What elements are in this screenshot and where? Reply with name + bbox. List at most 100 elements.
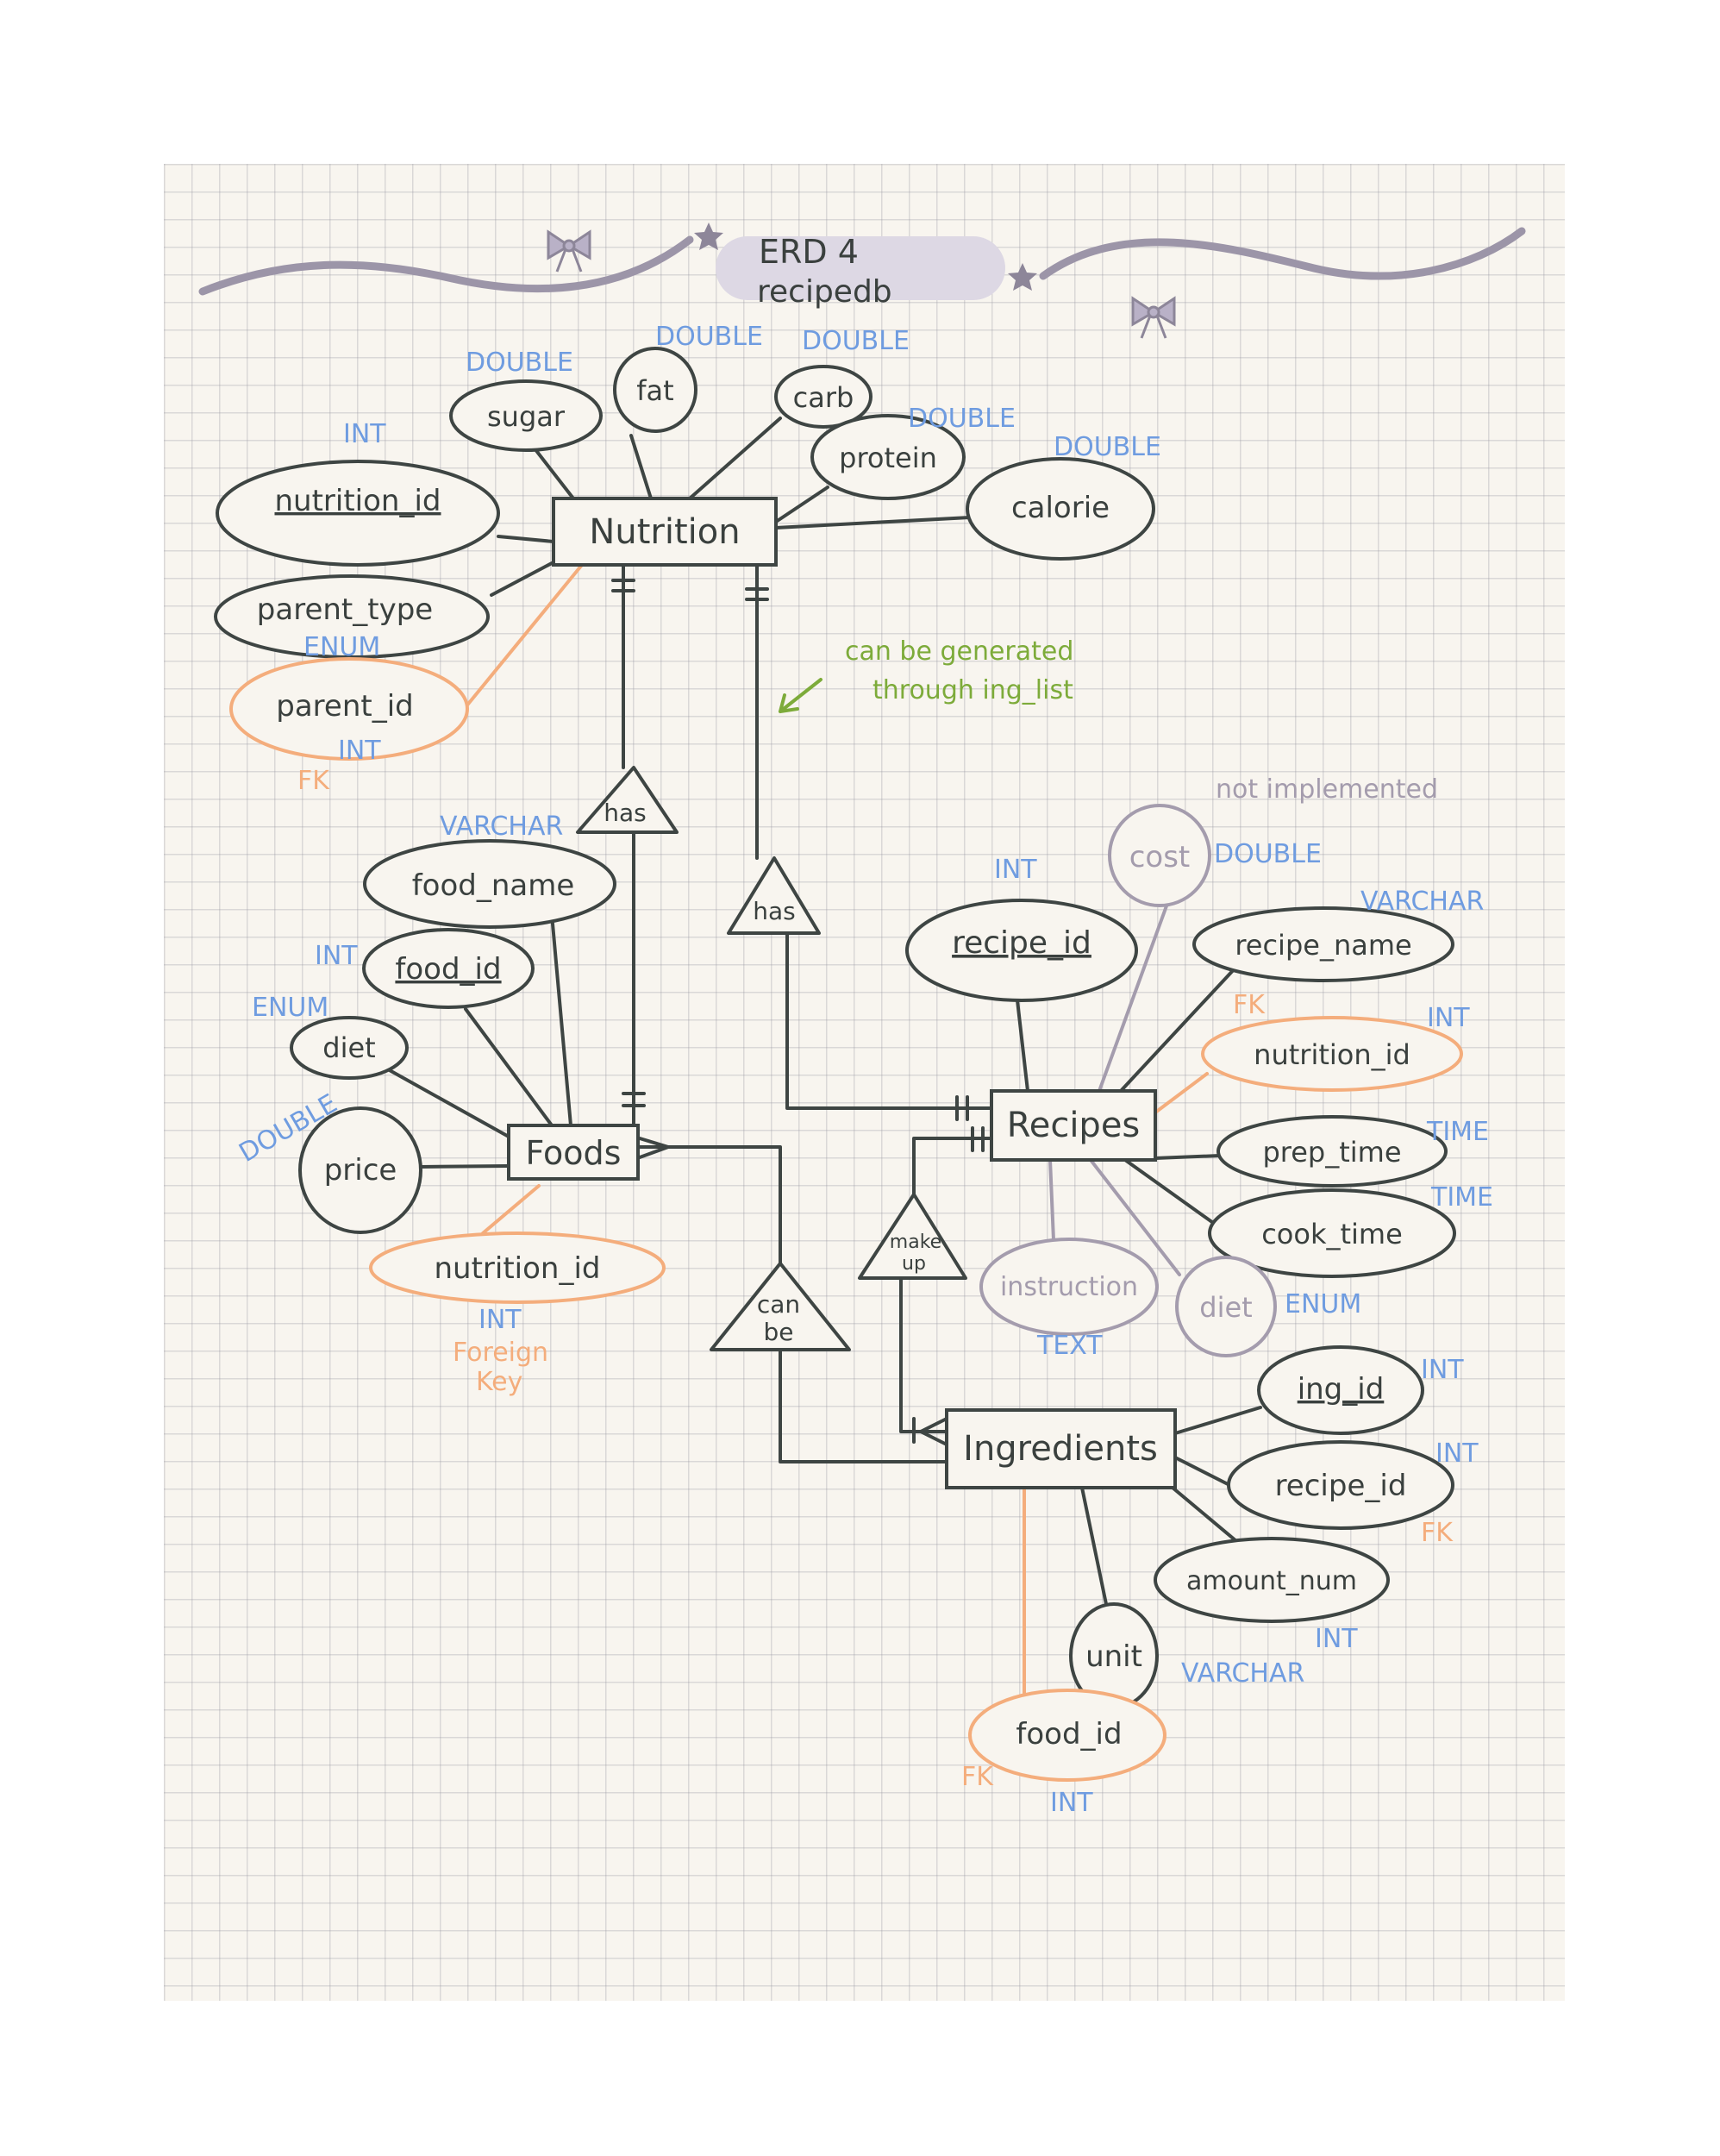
rel-can-be-label-1: can (757, 1290, 800, 1319)
attr-unit-label: unit (1085, 1639, 1142, 1674)
rel-recipes-has: has (727, 856, 821, 935)
attr-food-id-type: INT (315, 941, 358, 971)
ingredients-entity: Ingredients (945, 1408, 1177, 1489)
attr-food-name: food_name VARCHAR (363, 812, 616, 929)
attr-fat-label: fat (636, 374, 673, 407)
attr-recipe-id: recipe_id INT (905, 855, 1138, 1002)
attr-cost-type: DOUBLE (1214, 839, 1322, 869)
attr-ingredients-food-id-label: food_id (1016, 1717, 1122, 1752)
attr-instruction-type: TEXT (1036, 1331, 1103, 1361)
attr-ingredients-food-id-fk: FK (961, 1762, 994, 1792)
attr-food-id: food_id INT (315, 928, 535, 1009)
attr-protein-label: protein (839, 442, 937, 474)
attr-instruction: instruction TEXT (979, 1238, 1159, 1361)
attr-cook-time: cook_time TIME (1208, 1182, 1493, 1278)
attr-nutrition-id-type: INT (343, 419, 386, 449)
star-icon (1008, 263, 1037, 291)
attr-parent-type: parent_type ENUM (214, 574, 490, 662)
attr-nutrition-id: nutrition_id INT (216, 419, 500, 567)
attr-carb-label: carb (793, 381, 854, 414)
attr-protein: protein DOUBLE (810, 404, 1016, 500)
attr-parent-id-type: INT (338, 736, 381, 766)
attr-recipes-nutrition-id-label: nutrition_id (1254, 1038, 1410, 1071)
rel-make-up-label-2: up (902, 1253, 926, 1275)
attr-ingredients-recipe-id-fk: FK (1421, 1518, 1454, 1548)
attr-calorie-label: calorie (1011, 491, 1110, 525)
attr-protein-type: DOUBLE (908, 404, 1016, 434)
star-icon (694, 222, 723, 250)
attr-recipe-name: recipe_name VARCHAR (1192, 887, 1484, 982)
attr-diet-label: diet (322, 1031, 375, 1064)
attr-carb: carb DOUBLE (774, 326, 910, 429)
attr-fat-type: DOUBLE (655, 322, 763, 352)
attr-recipes-diet: diet ENUM (1175, 1256, 1361, 1357)
attr-recipes-nutrition-id: nutrition_id INT FK (1201, 990, 1470, 1092)
attr-parent-id-fk: FK (297, 766, 330, 796)
attr-amount-num-type: INT (1315, 1624, 1358, 1654)
rel-foods-has-label: has (604, 799, 647, 827)
connectors (386, 417, 1262, 1703)
foods-entity: Foods (507, 1124, 640, 1181)
attr-amount-num-label: amount_num (1186, 1566, 1357, 1596)
attr-food-id-label: food_id (395, 952, 501, 987)
attr-price-label: price (324, 1153, 397, 1188)
ingredients-label: Ingredients (963, 1429, 1158, 1469)
rel-foods-has: has (576, 766, 679, 834)
attr-foods-nutrition-id-fk-2: Key (476, 1367, 522, 1397)
attr-food-name-type: VARCHAR (440, 812, 563, 842)
rel-make-up-label-1: make (890, 1232, 941, 1253)
note-not-implemented: not implemented (1216, 774, 1438, 805)
attr-carb-type: DOUBLE (802, 326, 910, 356)
attr-ingredients-food-id-type: INT (1050, 1788, 1093, 1818)
attr-fat: fat DOUBLE (613, 322, 763, 433)
attr-ingredients-recipe-id-label: recipe_id (1275, 1469, 1407, 1503)
attr-prep-time-label: prep_time (1262, 1136, 1401, 1169)
attr-diet: diet ENUM (252, 993, 409, 1080)
header-decoration: ERD 4 recipedb (198, 222, 1526, 339)
attr-sugar: sugar DOUBLE (449, 348, 603, 452)
attr-recipe-id-label: recipe_id (952, 925, 1091, 961)
attr-recipes-nutrition-id-type: INT (1427, 1003, 1470, 1033)
attr-ing-id-label: ing_id (1298, 1372, 1385, 1407)
attr-calorie-type: DOUBLE (1054, 432, 1161, 462)
attr-nutrition-id-label: nutrition_id (274, 484, 441, 518)
attr-food-name-label: food_name (412, 868, 575, 903)
title-line-2: recipedb (757, 274, 892, 310)
note-generated-line-1: can be generated (845, 636, 1073, 667)
attr-prep-time-type: TIME (1426, 1117, 1489, 1147)
attr-parent-type-label: parent_type (257, 592, 433, 627)
nutrition-label: Nutrition (589, 512, 740, 552)
note-generated: can be generated through ing_list (779, 636, 1073, 713)
attr-parent-id: parent_id INT FK (229, 657, 469, 796)
attr-recipes-nutrition-id-fk: FK (1233, 990, 1266, 1020)
attr-recipes-diet-type: ENUM (1285, 1289, 1361, 1319)
attr-recipe-id-type: INT (994, 855, 1037, 885)
attr-ingredients-recipe-id-type: INT (1435, 1438, 1479, 1469)
bow-icon (547, 229, 591, 273)
rel-make-up: make up (858, 1193, 967, 1280)
attr-recipe-name-label: recipe_name (1235, 929, 1411, 962)
attr-diet-type: ENUM (252, 993, 328, 1023)
attr-recipes-diet-label: diet (1199, 1291, 1252, 1324)
attr-calorie: calorie DOUBLE (966, 432, 1161, 561)
attr-foods-nutrition-id-label: nutrition_id (434, 1251, 600, 1286)
attr-parent-id-label: parent_id (276, 689, 413, 724)
rel-can-be-label-2: be (764, 1318, 794, 1346)
attr-recipe-name-type: VARCHAR (1360, 887, 1484, 917)
attr-foods-nutrition-id: nutrition_id INT Foreign Key (369, 1232, 666, 1397)
attr-sugar-label: sugar (487, 400, 566, 433)
note-arrow-icon (779, 678, 822, 713)
attr-ingredients-food-id: food_id INT FK (961, 1689, 1166, 1818)
attr-cook-time-label: cook_time (1261, 1218, 1403, 1250)
attr-amount-num: amount_num INT (1154, 1537, 1390, 1654)
attr-foods-nutrition-id-fk-1: Foreign (453, 1338, 548, 1368)
nutrition-entity: Nutrition (552, 497, 778, 567)
attr-cost-label: cost (1129, 840, 1191, 874)
attr-ingredients-recipe-id: recipe_id INT FK (1227, 1438, 1479, 1548)
title-pill (716, 236, 1005, 300)
attr-prep-time: prep_time TIME (1217, 1115, 1489, 1188)
recipes-entity: Recipes (990, 1089, 1157, 1162)
rel-recipes-has-label: has (753, 897, 796, 925)
rel-can-be: can be (710, 1262, 851, 1351)
attr-price: price DOUBLE (235, 1088, 422, 1234)
